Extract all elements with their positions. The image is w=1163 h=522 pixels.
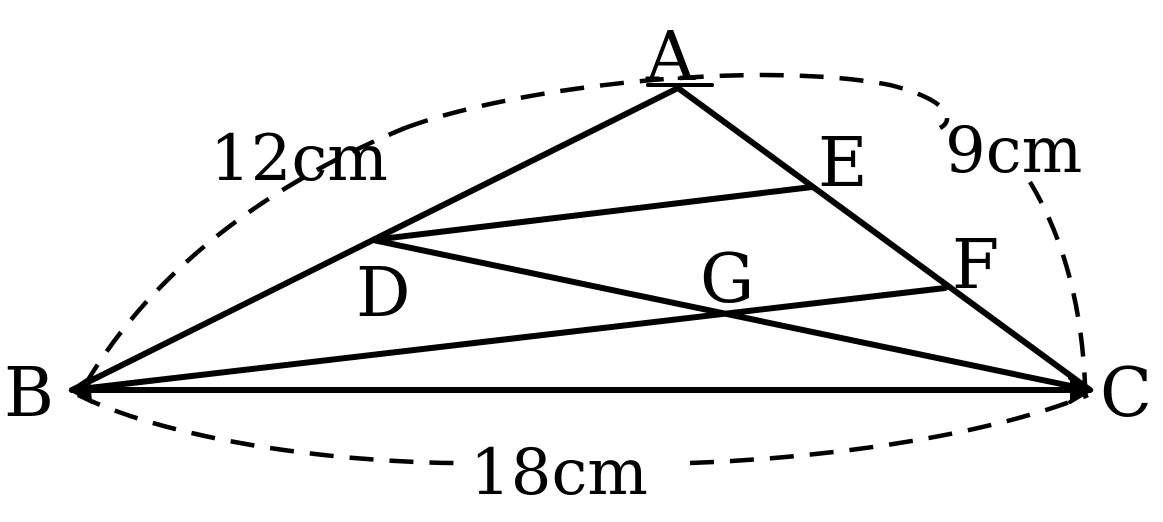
label-point-a: A	[645, 18, 696, 97]
label-point-e: E	[818, 124, 868, 203]
label-point-g: G	[700, 240, 754, 319]
segment-bf	[69, 285, 948, 393]
label-point-f: F	[952, 226, 999, 305]
label-length-bc: 18cm	[470, 436, 648, 510]
brace-ac-right	[1028, 180, 1088, 386]
label-point-d: D	[356, 254, 411, 333]
label-point-c: C	[1100, 354, 1152, 433]
segment-de	[370, 184, 815, 243]
brace-ac-top	[404, 72, 950, 131]
brace-bc-left	[77, 392, 459, 466]
edge-ac	[675, 85, 1093, 393]
brace-ab	[83, 125, 406, 387]
label-point-b: B	[4, 354, 54, 433]
label-length-ac: 9cm	[945, 114, 1082, 188]
label-length-ab: 12cm	[210, 122, 388, 196]
brace-bc-right	[689, 392, 1089, 466]
